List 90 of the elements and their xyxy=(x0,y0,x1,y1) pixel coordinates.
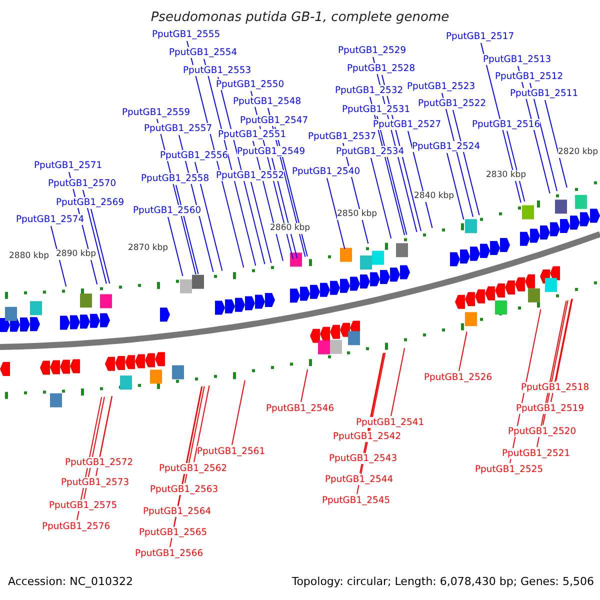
gene-label: PputGB1_2547 xyxy=(240,115,308,126)
gene-label: PputGB1_2554 xyxy=(169,47,238,58)
leader-line xyxy=(408,130,433,229)
gene-label: PputGB1_2559 xyxy=(122,107,190,118)
gene-label: PputGB1_2552 xyxy=(216,170,284,181)
gene-label: PputGB1_2569 xyxy=(56,197,124,208)
gene-label: PputGB1_2541 xyxy=(356,417,424,428)
gene-label: PputGB1_2563 xyxy=(150,484,218,495)
leader-line xyxy=(90,208,110,284)
scale-label: 2860 kbp xyxy=(270,222,310,234)
gene-label: PputGB1_2543 xyxy=(329,453,398,464)
gene-label: PputGB1_2518 xyxy=(521,382,590,393)
gene-label: PputGB1_2531 xyxy=(342,104,410,115)
gene-label: PputGB1_2529 xyxy=(338,45,406,56)
gene-label: PputGB1_2513 xyxy=(483,54,552,65)
gene-label: PputGB1_2537 xyxy=(308,131,376,142)
gene-label: PputGB1_2521 xyxy=(502,448,570,459)
gene-label: PputGB1_2553 xyxy=(183,65,252,76)
scale-label: 2840 kbp xyxy=(414,190,454,202)
gene-label: PputGB1_2511 xyxy=(510,88,578,99)
gene-label: PputGB1_2526 xyxy=(424,372,492,383)
footer-text: Topology: circular; Length: 6,078,430 bp; Genes: 5,506 xyxy=(292,576,594,587)
gene-label: PputGB1_2517 xyxy=(446,31,514,42)
leader-line xyxy=(82,190,107,284)
gene-label: PputGB1_2561 xyxy=(197,446,266,457)
gene-label: PputGB1_2544 xyxy=(325,474,394,485)
gene-label: PputGB1_2573 xyxy=(61,477,130,488)
gene-label: PputGB1_2512 xyxy=(495,71,564,82)
gene-label: PputGB1_2560 xyxy=(133,205,202,216)
gene-label: PputGB1_2557 xyxy=(144,123,212,134)
gene-label: PputGB1_2558 xyxy=(141,173,210,184)
leader-line xyxy=(530,82,558,192)
leader-line xyxy=(544,100,568,188)
leader-line xyxy=(550,298,572,402)
gene-label: PputGB1_2556 xyxy=(160,150,228,161)
gene-label: PputGB1_2516 xyxy=(472,119,540,130)
gene-label: PputGB1_2542 xyxy=(333,431,402,442)
leader-line xyxy=(250,182,272,264)
gene-label: PputGB1_2550 xyxy=(216,79,284,90)
leader-line xyxy=(168,216,184,276)
gene-label: PputGB1_2548 xyxy=(233,96,302,107)
leader-line xyxy=(452,110,480,216)
leader-line xyxy=(194,162,223,272)
gene-label: PputGB1_2571 xyxy=(34,160,102,171)
gene-label: PputGB1_2540 xyxy=(292,166,360,177)
gene-label: PputGB1_2564 xyxy=(143,506,212,517)
gene-label: PputGB1_2546 xyxy=(266,403,334,414)
gene-label: PputGB1_2520 xyxy=(508,426,576,437)
scale-label: 2820 kbp xyxy=(558,146,598,158)
footer-text: Accession: NC_010322 xyxy=(8,576,134,587)
title: Pseudomonas putida GB-1, complete genome xyxy=(150,10,450,25)
gene-label: PputGB1_2519 xyxy=(516,403,584,414)
leader-line xyxy=(506,130,526,202)
leader-line xyxy=(556,298,573,382)
gene-label: PputGB1_2574 xyxy=(16,214,84,225)
gene-label: PputGB1_2527 xyxy=(373,119,442,130)
leader-line xyxy=(390,348,406,416)
scale-label: 2870 kbp xyxy=(128,242,168,254)
gene-label: PputGB1_2555 xyxy=(152,29,220,40)
leader-line xyxy=(232,380,246,446)
leader-line xyxy=(326,178,346,250)
leader-line xyxy=(184,386,205,484)
leader-line xyxy=(368,352,384,430)
gene-label: PputGB1_2562 xyxy=(159,463,228,474)
scale-label: 2880 kbp xyxy=(9,251,50,262)
leader-line xyxy=(194,385,210,462)
gene-label: PputGB1_2565 xyxy=(139,527,208,538)
gene-label: PputGB1_2549 xyxy=(237,146,306,157)
leader-line xyxy=(446,152,464,220)
gene-label: PputGB1_2524 xyxy=(412,141,480,152)
gene-label: PputGB1_2570 xyxy=(48,178,116,189)
gene-label: PputGB1_2576 xyxy=(42,521,110,532)
gene-label: PputGB1_2523 xyxy=(407,81,476,92)
gene-label: PputGB1_2545 xyxy=(322,495,390,506)
gene-label: PputGB1_2528 xyxy=(347,63,416,74)
gene-label: PputGB1_2551 xyxy=(218,129,286,140)
leader-line xyxy=(370,158,392,239)
gene-label: PputGB1_2525 xyxy=(475,464,544,475)
scale-label: 2890 kbp xyxy=(56,248,96,260)
gene-label: PputGB1_2534 xyxy=(336,146,404,157)
scale-label: 2850 kbp xyxy=(337,209,378,220)
gene-label: PputGB1_2575 xyxy=(49,500,118,511)
scale-label: 2830 kbp xyxy=(486,170,526,182)
gene-label: PputGB1_2522 xyxy=(418,98,486,109)
leader-line xyxy=(176,184,199,275)
gene-label: PputGB1_2532 xyxy=(335,85,404,96)
leader-line xyxy=(458,331,468,372)
leader-line xyxy=(300,368,308,402)
gene-label: PputGB1_2572 xyxy=(65,457,134,468)
gene-label: PputGB1_2566 xyxy=(135,548,204,559)
